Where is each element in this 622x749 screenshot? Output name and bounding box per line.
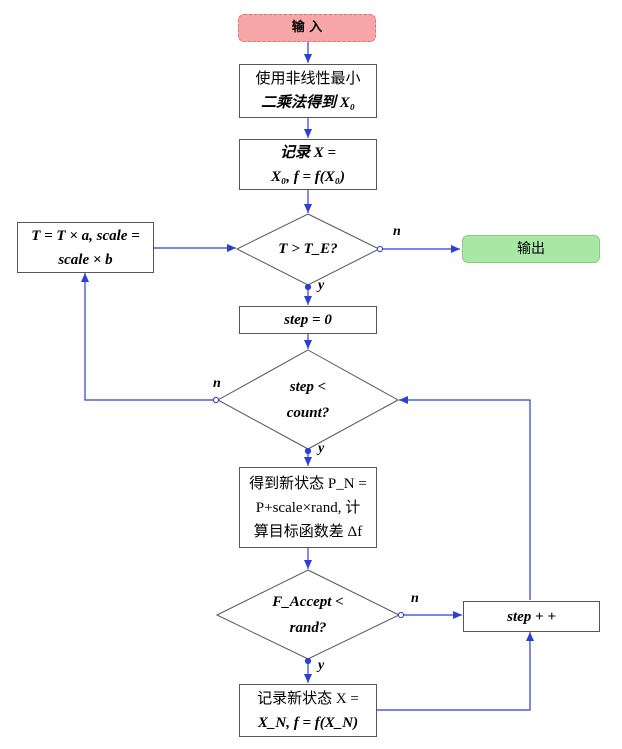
edge-recordnew-stepinc — [377, 632, 534, 711]
edge-stepinc-count — [399, 396, 531, 600]
new-state-line-1: 得到新状态 P_N = — [249, 475, 367, 492]
cooling-node: T = T × a, scale = scale × b — [17, 222, 154, 273]
record-init-node: 记录 X = X₀, f = f(X₀) — [239, 139, 377, 190]
input-label: 输 入 — [291, 20, 323, 35]
accept-check-line-2: rand? — [289, 620, 327, 636]
count-yes-label: y — [318, 441, 325, 456]
count-check-line-2: count? — [286, 405, 330, 421]
input-node: 输 入 — [238, 14, 376, 42]
output-node: 输出 — [462, 235, 600, 263]
cooling-line-1: T = T × a, scale = — [31, 227, 140, 244]
step-inc-label: step + + — [507, 608, 556, 625]
output-label: 输出 — [517, 241, 545, 257]
edge-count-cooling — [81, 273, 215, 401]
accept-check-text: F_Accept < rand? — [272, 589, 343, 641]
accept-yes-label: y — [318, 658, 325, 673]
accept-no-dot — [397, 611, 405, 619]
count-no-dot — [212, 396, 220, 404]
accept-no-label: n — [411, 591, 419, 606]
accept-yes-dot — [304, 657, 312, 665]
count-no-label: n — [213, 376, 221, 391]
lsq-line-1: 使用非线性最小 — [255, 71, 361, 87]
count-check-text: step < count? — [287, 374, 330, 426]
accept-check-line-1: F_Accept < — [272, 594, 344, 610]
temp-check-text: T > T_E? — [278, 241, 338, 257]
new-state-line-2: P+scale×rand, 计 — [255, 499, 361, 516]
record-new-line-1: 记录新状态 X = — [257, 690, 359, 707]
lsq-node: 使用非线性最小 二乘法得到 X₀ — [239, 64, 377, 118]
record-new-node: 记录新状态 X = X_N, f = f(X_N) — [239, 684, 377, 737]
temp-no-dot — [376, 245, 384, 253]
lsq-line-2: 二乘法得到 X₀ — [261, 95, 355, 111]
step-init-node: step = 0 — [239, 306, 377, 334]
new-state-node: 得到新状态 P_N = P+scale×rand, 计 算目标函数差 Δf — [239, 467, 377, 548]
cooling-line-2: scale × b — [58, 251, 113, 268]
count-check-line-1: step < — [289, 379, 327, 395]
record-init-line-2: X₀, f = f(X₀) — [271, 168, 345, 185]
new-state-line-3: 算目标函数差 Δf — [253, 523, 363, 540]
temp-yes-label: y — [318, 278, 325, 293]
record-init-line-1: 记录 X = — [279, 144, 337, 161]
count-yes-dot — [304, 447, 312, 455]
temp-no-label: n — [393, 224, 401, 239]
step-init-label: step = 0 — [284, 312, 332, 328]
temp-yes-dot — [304, 283, 312, 291]
record-new-line-2: X_N, f = f(X_N) — [257, 714, 359, 731]
step-inc-node: step + + — [463, 601, 600, 632]
